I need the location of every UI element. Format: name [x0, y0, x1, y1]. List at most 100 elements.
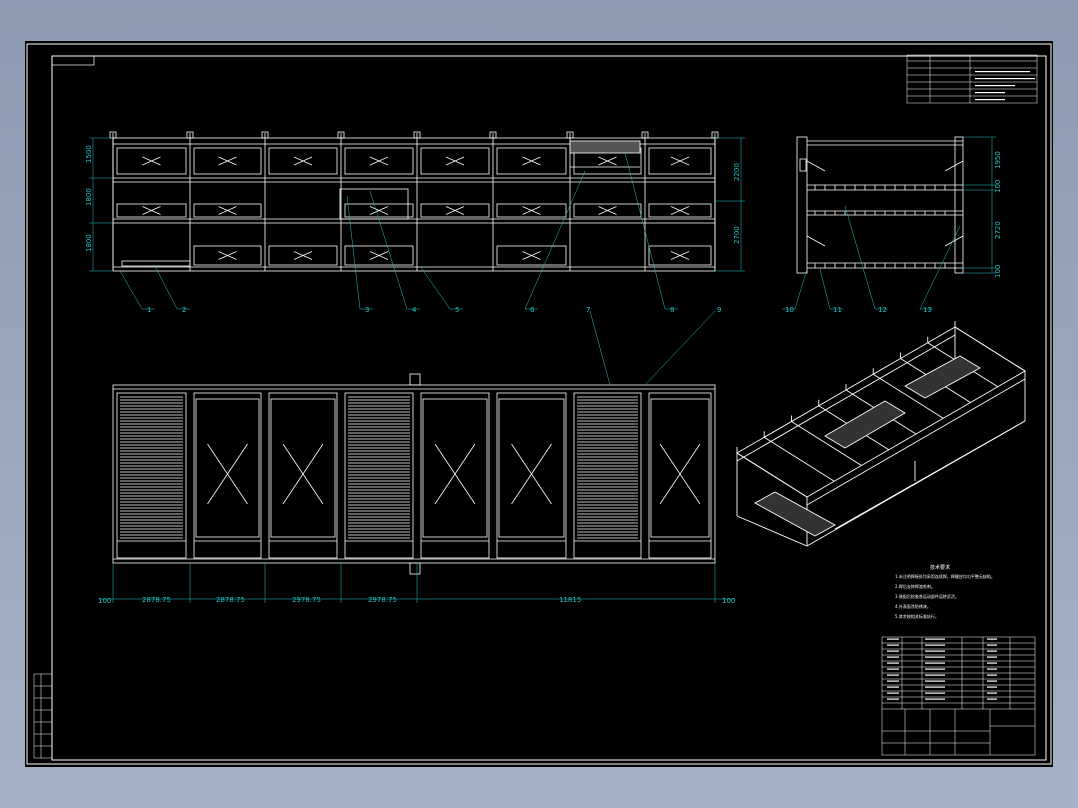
- front-post-cap: [566, 131, 574, 139]
- bom-mark: [887, 680, 899, 682]
- front-panel: [268, 147, 338, 175]
- top-cross: [659, 443, 701, 505]
- front-panel: [193, 203, 262, 218]
- front-dim-right-2: 2700: [733, 226, 741, 244]
- front-dim-left-3: 1800: [85, 234, 93, 252]
- iso-crossbar: [736, 452, 808, 498]
- front-dimensions: [89, 137, 745, 272]
- top-cross: [282, 443, 324, 505]
- panel-cross: [218, 251, 237, 260]
- bom-mark: [987, 656, 997, 658]
- bom-mark: [887, 638, 899, 640]
- front-post-cap: [186, 131, 194, 139]
- top-bay-inner: [270, 398, 336, 538]
- bom-mark: [987, 692, 997, 694]
- bom-mark: [987, 662, 997, 664]
- bom-mark: [987, 650, 997, 652]
- iso-crossbar: [873, 373, 944, 419]
- leader-label-12: 12: [878, 306, 887, 314]
- bom-mark: [887, 692, 899, 694]
- inner-border: [51, 55, 1047, 761]
- notes-line-2: 2.焊后去除焊渣毛刺。: [895, 583, 935, 589]
- panel-cross: [142, 206, 161, 215]
- top-leaders: [589, 310, 716, 386]
- panel-cross: [522, 156, 541, 166]
- corner-box: [51, 55, 95, 66]
- front-panel: [116, 203, 187, 218]
- top-cross: [511, 443, 552, 505]
- bom-mark: [925, 644, 945, 646]
- panel-cross: [142, 156, 161, 166]
- leader-label-8: 8: [670, 306, 674, 314]
- bom-mark: [925, 698, 945, 700]
- bom-mark: [925, 650, 945, 652]
- notes-line-5: 5.其余按相关标准执行。: [895, 613, 939, 619]
- top-bay-inner: [498, 398, 565, 538]
- leader-label-6: 6: [530, 306, 535, 314]
- top-cross: [207, 443, 248, 505]
- top-bay: [193, 392, 262, 559]
- bom-mark: [887, 668, 899, 670]
- front-panel: [420, 147, 490, 175]
- top-bay-inner: [422, 398, 488, 538]
- panel-cross: [369, 251, 389, 260]
- top-dim-2: 2878.75: [216, 596, 245, 604]
- leader-label-1: 1: [147, 306, 151, 314]
- panel-cross: [445, 206, 465, 215]
- top-bay: [116, 392, 187, 559]
- top-dim-4: 2978.75: [368, 596, 397, 604]
- leader-label-2: 2: [182, 306, 186, 314]
- front-panel: [496, 147, 567, 175]
- bom-mark: [925, 662, 945, 664]
- front-panel: [648, 245, 712, 266]
- front-panel: [420, 203, 490, 218]
- front-panel: [344, 203, 414, 218]
- bom-mark: [987, 644, 997, 646]
- title-block: [881, 636, 1036, 756]
- top-view: [112, 373, 716, 575]
- bom-mark: [887, 644, 899, 646]
- front-post-cap: [337, 131, 345, 139]
- panel-cross: [293, 251, 313, 260]
- bom-mark: [887, 656, 899, 658]
- top-bay-inner: [195, 398, 260, 538]
- top-bay: [344, 392, 414, 559]
- panel-cross: [598, 156, 617, 166]
- revision-table: [906, 54, 1038, 104]
- leader-label-3: 3: [365, 306, 369, 314]
- panel-cross: [369, 156, 389, 166]
- top-cross: [434, 443, 476, 505]
- bom-mark: [987, 668, 997, 670]
- top-bay: [268, 392, 338, 559]
- top-bay: [648, 392, 712, 559]
- front-panel: [344, 147, 414, 175]
- bom-mark: [925, 674, 945, 676]
- iso-crossbar: [954, 326, 1026, 372]
- side-dim-4: 100: [994, 265, 1002, 278]
- panel-cross: [522, 251, 541, 260]
- iso-crossbar: [764, 436, 835, 482]
- top-bay: [496, 392, 567, 559]
- drawing-sheet: 1500 1800 1800 2200 2700 1 2 3 4 5 6 8: [25, 41, 1053, 767]
- bom-mark: [887, 662, 899, 664]
- bom-mark: [925, 656, 945, 658]
- panel-cross: [670, 156, 690, 166]
- bom-mark: [987, 686, 997, 688]
- top-bay-inner: [650, 398, 710, 538]
- front-dim-left-2: 1800: [85, 188, 93, 206]
- top-dim-1: 2878.75: [142, 596, 171, 604]
- bom-mark: [887, 650, 899, 652]
- side-dimensions: [963, 136, 996, 274]
- leader-label-10: 10: [785, 306, 794, 314]
- notes-line-3: 3.装配后检查各运动部件运转灵活。: [895, 593, 959, 599]
- front-dim-right-1: 2200: [733, 163, 741, 181]
- panel-cross: [598, 206, 617, 215]
- leader-label-13: 13: [923, 306, 932, 314]
- bom-mark: [987, 698, 997, 700]
- bom-mark: [987, 638, 997, 640]
- front-panel: [496, 245, 567, 266]
- bom-mark: [987, 680, 997, 682]
- leader-label-7: 7: [586, 306, 590, 314]
- outer-border: [26, 43, 1052, 765]
- leader-label-4: 4: [412, 306, 417, 314]
